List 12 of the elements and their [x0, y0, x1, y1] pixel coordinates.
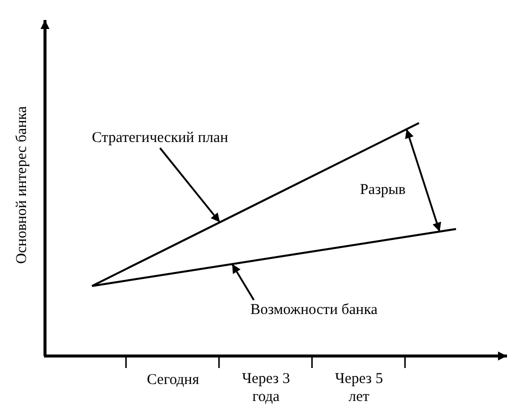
leader-arrow [159, 147, 221, 223]
tick-label: Сегодня [146, 371, 200, 390]
leader-arrow [231, 264, 255, 300]
strategic-plan-line [92, 122, 420, 287]
tick-label: Через 5 лет [334, 370, 384, 406]
edge-label: Разрыв [358, 181, 408, 199]
axis-title: Основной интерес банка [13, 105, 31, 266]
bank-capability-line [92, 228, 456, 287]
double-arrow [405, 128, 442, 232]
callout-text: Возможности банка [228, 300, 400, 320]
tick-label: Через 3 года [241, 370, 291, 406]
callout-text: Стратегический план [70, 128, 250, 148]
